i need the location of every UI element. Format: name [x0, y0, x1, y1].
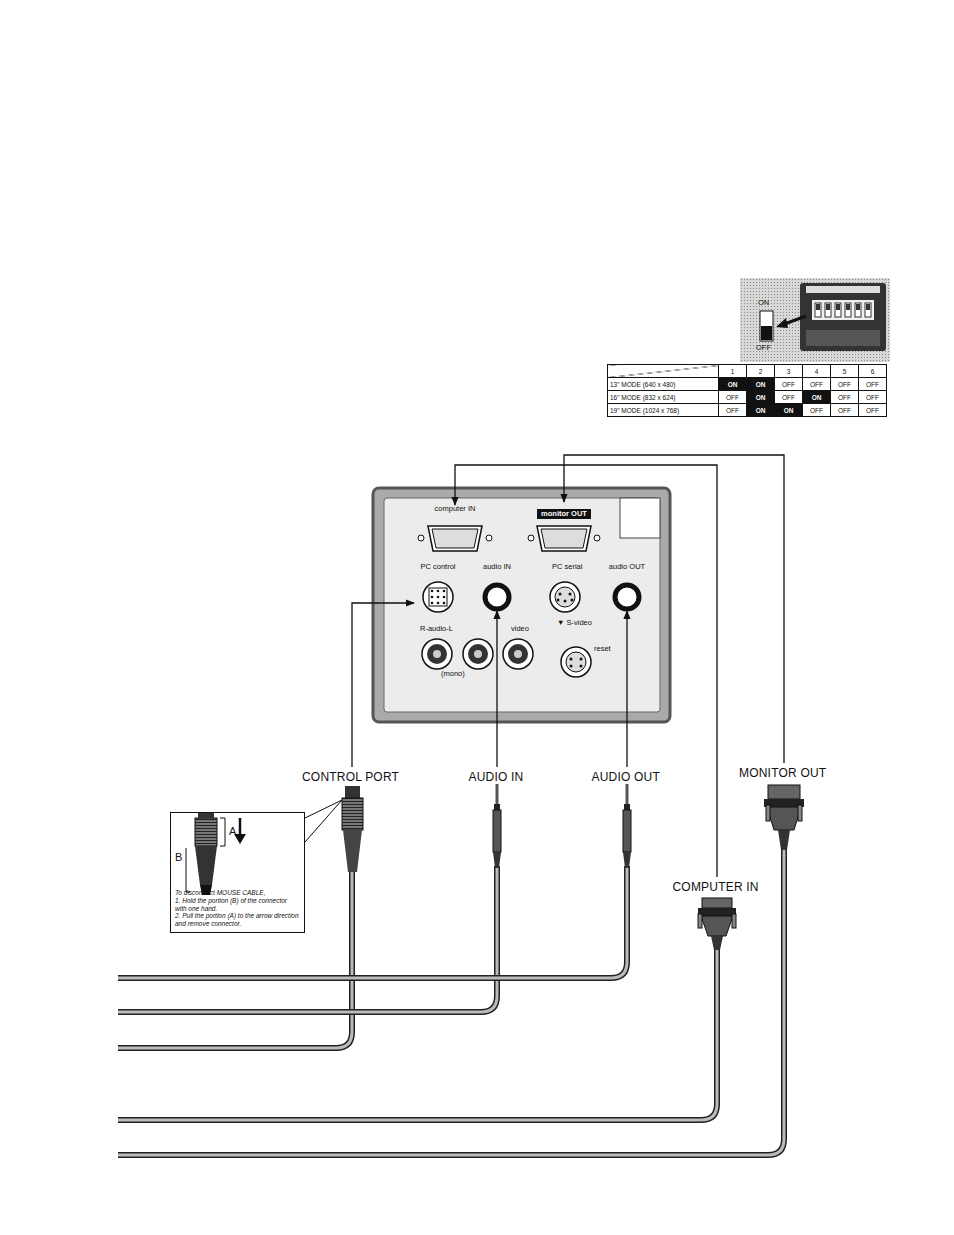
table-cell: OFF [831, 391, 859, 404]
switch-label: ON [758, 299, 769, 307]
cable-label: CONTROL PORT [302, 770, 402, 784]
dip-table-body: 12345613" MODE (640 x 480)ONONOFFOFFOFFO… [608, 365, 887, 417]
connector [626, 611, 627, 767]
dip-switch-picture [740, 278, 890, 362]
table-cell: 19" MODE (1024 x 768) [608, 404, 719, 417]
table-cell: OFF [831, 404, 859, 417]
connector [496, 611, 497, 767]
table-cell: OFF [859, 391, 887, 404]
node-text: 1. Hold the portion (B) of the connector… [175, 897, 300, 913]
table-cell: 4 [803, 365, 831, 378]
port-label: ▼ S-video [557, 619, 592, 627]
table-cell: 2 [747, 365, 775, 378]
connector [352, 603, 414, 767]
port-label: reset [594, 645, 611, 653]
node-text: To disconnect MOUSE CABLE, [175, 889, 300, 897]
table-cell: OFF [803, 378, 831, 391]
table-cell: OFF [775, 391, 803, 404]
callout-box: To disconnect MOUSE CABLE,1. Hold the po… [170, 812, 305, 933]
port-label: audio OUT [604, 563, 650, 611]
table-row: 123456 [608, 365, 887, 378]
node-text: audio OUT [604, 563, 650, 571]
cable-wires [118, 848, 784, 1155]
table-cell: OFF [859, 378, 887, 391]
port-label: (mono) [441, 670, 465, 678]
table-cell: 3 [775, 365, 803, 378]
dip-table: 12345613" MODE (640 x 480)ONONOFFOFFOFFO… [607, 364, 887, 417]
computer-plug [698, 898, 736, 950]
connector [455, 465, 717, 877]
table-cell: 1 [719, 365, 747, 378]
cable-label: MONITOR OUT [739, 766, 829, 780]
callout-letter: B [175, 851, 182, 863]
table-cell: OFF [719, 391, 747, 404]
table-cell: ON [747, 378, 775, 391]
table-cell: OFF [803, 404, 831, 417]
rear-panel [373, 488, 670, 722]
node-text: PC control [414, 563, 462, 571]
table-cell: ON [747, 391, 775, 404]
table-cell: 13" MODE (640 x 480) [608, 378, 719, 391]
port-label: R-audio-L [420, 625, 453, 633]
node-text: audio IN [478, 563, 516, 571]
table-row: 16" MODE (832 x 624)OFFONOFFONOFFOFF [608, 391, 887, 404]
audio-plug [623, 784, 631, 868]
control-plug [342, 786, 363, 872]
node-text: AUDIO OUT [592, 770, 663, 784]
cable-label: AUDIO IN [469, 770, 526, 784]
port-label: PC serial [552, 563, 582, 571]
table-cell: ON [803, 391, 831, 404]
node-text: monitor OUT [537, 509, 591, 519]
table-cell: 16" MODE (832 x 624) [608, 391, 719, 404]
table-corner [608, 365, 719, 378]
callout-letter: A [229, 825, 236, 837]
table-cell: OFF [859, 404, 887, 417]
port-label: audio IN [478, 563, 516, 611]
callout-plug [186, 800, 342, 895]
table-cell: ON [719, 378, 747, 391]
cable-label: AUDIO OUT [592, 770, 663, 784]
table-cell: OFF [831, 378, 859, 391]
table-row: 13" MODE (640 x 480)ONONOFFOFFOFFOFF [608, 378, 887, 391]
table-cell: 5 [831, 365, 859, 378]
table-cell: OFF [719, 404, 747, 417]
monitor-plug [764, 785, 804, 850]
node-text: MONITOR OUT [739, 766, 829, 780]
table-cell: OFF [775, 378, 803, 391]
table-cell: ON [775, 404, 803, 417]
switch-label: OFF [756, 344, 771, 352]
table-cell: ON [747, 404, 775, 417]
node-text: computer IN [412, 505, 498, 513]
node-text: CONTROL PORT [302, 770, 402, 784]
audio-plug [493, 784, 501, 868]
port-label: monitor OUT [524, 502, 604, 557]
cable-label: COMPUTER IN [673, 880, 762, 894]
node-text: 2. Pull the portion (A) to the arrow dir… [175, 912, 300, 928]
node-text: COMPUTER IN [673, 880, 762, 894]
table-cell: 6 [859, 365, 887, 378]
port-label: PC control [414, 563, 462, 613]
port-label: video [511, 625, 529, 633]
node-text: AUDIO IN [469, 770, 526, 784]
connector [564, 455, 784, 763]
port-label: computer IN [412, 505, 498, 557]
table-row: 19" MODE (1024 x 768)OFFONONOFFOFFOFF [608, 404, 887, 417]
